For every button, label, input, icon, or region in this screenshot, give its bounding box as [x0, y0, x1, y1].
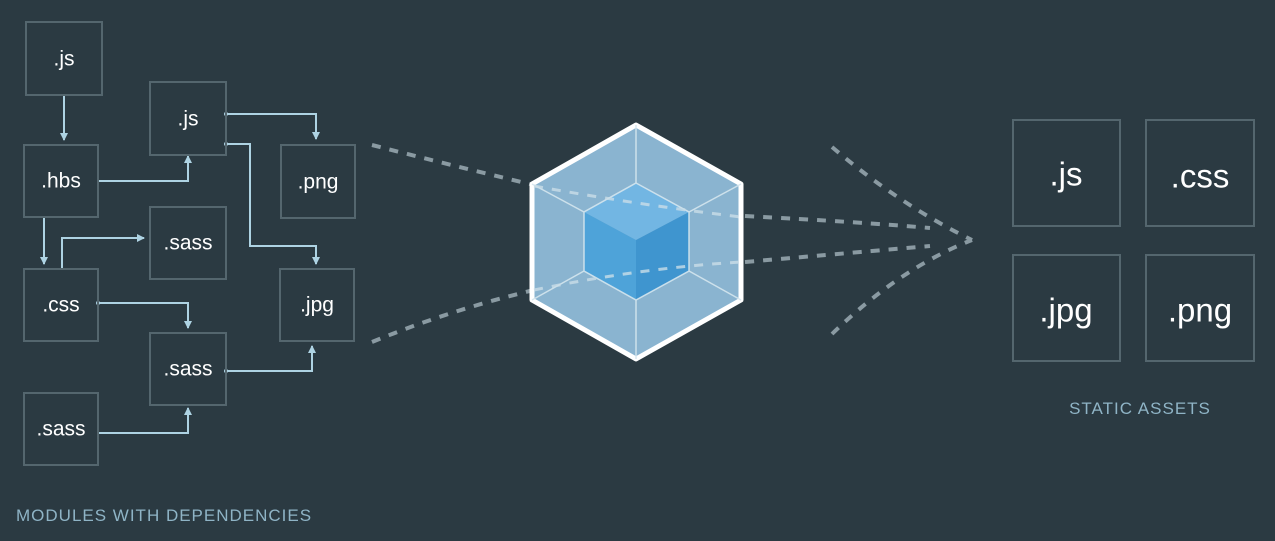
- dashed-line-in-bottom: [371, 288, 535, 344]
- module-label: .hbs: [41, 170, 81, 193]
- dashed-line-fan-top: [830, 145, 973, 242]
- asset-box-jpg: .jpg: [1012, 254, 1121, 362]
- module-box-sass-bottom: .sass: [23, 392, 99, 466]
- asset-box-png: .png: [1145, 254, 1255, 362]
- arrow-js-to-jpg: [226, 143, 320, 265]
- assets-section-label: STATIC ASSETS: [1069, 399, 1211, 418]
- dashed-line-out-bottom: [744, 244, 931, 264]
- modules-section-label: MODULES WITH DEPENDENCIES: [16, 506, 312, 525]
- module-label: .js: [178, 108, 199, 131]
- output-dashed-lines: [744, 145, 973, 336]
- static-assets: .js .css .jpg .png: [1012, 119, 1255, 362]
- asset-label: .css: [1171, 158, 1230, 195]
- module-box-jpg: .jpg: [279, 268, 355, 342]
- arrow-css-to-sass-top: [61, 234, 145, 268]
- arrow-css-to-sass-middle: [98, 302, 192, 329]
- module-label: .jpg: [300, 294, 334, 317]
- module-boxes: .js .js .hbs .png .sass .css .jpg .sass: [23, 21, 356, 466]
- module-label: .sass: [163, 358, 212, 381]
- asset-label: .png: [1168, 292, 1232, 329]
- dashed-line-fan-bottom: [830, 238, 973, 336]
- module-box-js-top: .js: [25, 21, 103, 96]
- module-label: .sass: [36, 418, 85, 441]
- module-label: .css: [42, 294, 79, 317]
- module-box-css: .css: [23, 268, 99, 342]
- module-box-hbs: .hbs: [23, 144, 99, 218]
- module-box-png: .png: [280, 144, 356, 219]
- input-dashed-lines: [371, 143, 535, 344]
- dashed-line-in-top: [371, 143, 535, 187]
- arrow-sass-bottom-to-sass-middle: [98, 407, 192, 434]
- asset-label: .js: [1050, 156, 1083, 193]
- module-box-js-middle: .js: [149, 81, 227, 156]
- webpack-cube-icon: [529, 122, 744, 362]
- asset-box-css: .css: [1145, 119, 1255, 227]
- module-label: .js: [54, 48, 75, 71]
- asset-box-js: .js: [1012, 119, 1121, 227]
- module-box-sass-top: .sass: [149, 206, 227, 280]
- dashed-line-out-top: [744, 214, 931, 230]
- arrow-js-to-png: [226, 113, 320, 140]
- arrow-hbs-to-js: [98, 155, 192, 182]
- asset-label: .jpg: [1039, 292, 1092, 329]
- module-label: .png: [298, 171, 339, 194]
- through-dashed-lines: [533, 184, 742, 292]
- arrow-sass-to-jpg: [226, 345, 316, 372]
- module-box-sass-middle: .sass: [149, 332, 227, 406]
- module-label: .sass: [163, 232, 212, 255]
